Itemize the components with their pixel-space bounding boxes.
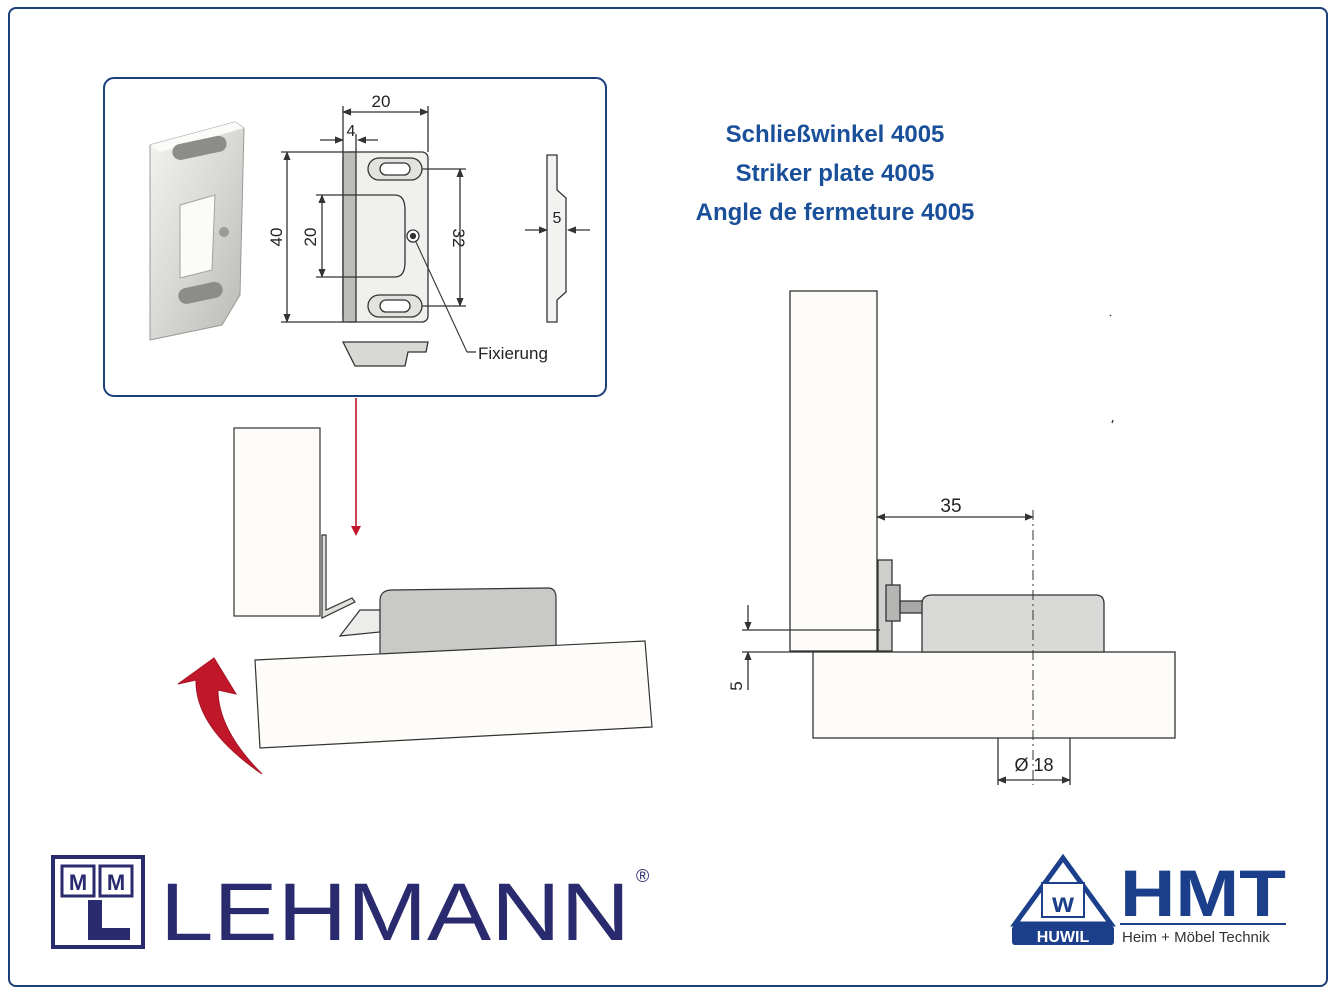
dim-hole-spacing-label: 32 [449,229,468,248]
dim-height-label: 40 [267,228,286,247]
huwil-logo [1010,853,1116,945]
fixierung-label: Fixierung [478,344,548,363]
title-english: Striker plate 4005 [735,160,935,187]
left-install-sketch [177,427,653,775]
detail-box: 20 4 40 20 32 Fixierung 5 [103,77,607,397]
title-french: Angle de fermeture 4005 [695,199,975,226]
connector-arrowhead [351,526,361,536]
lehmann-registered-mark: ® [636,866,649,886]
product-title: Schließwinkel 4005 Striker plate 4005 An… [640,115,1030,232]
dim-bore-label: Ø 18 [1014,755,1053,775]
huwil-label: HUWIL [1037,929,1090,946]
svg-text:M: M [107,870,125,895]
striker-plate-photo [149,121,245,341]
right-install-sketch [742,290,1176,785]
lehmann-wordmark: LEHMANN [160,867,630,958]
outer-frame [8,7,1328,987]
dim-overlap-label: 5 [727,681,746,690]
huwil-letter: w [1051,887,1074,918]
striker-front-view [281,106,476,367]
dim-inner-label: 20 [301,228,320,247]
hmt-wordmark: HMT [1120,856,1286,930]
dim-offset-label: 4 [347,123,356,140]
dim-thickness-label: 5 [553,210,562,227]
title-german: Schließwinkel 4005 [725,121,945,148]
dim-distance-label: 35 [940,496,961,517]
dim-width-label: 20 [372,92,391,111]
svg-text:M: M [69,870,87,895]
hmt-tagline: Heim + Möbel Technik [1122,929,1270,946]
lehmann-logo: M M [51,855,145,949]
striker-side-view [525,154,590,323]
